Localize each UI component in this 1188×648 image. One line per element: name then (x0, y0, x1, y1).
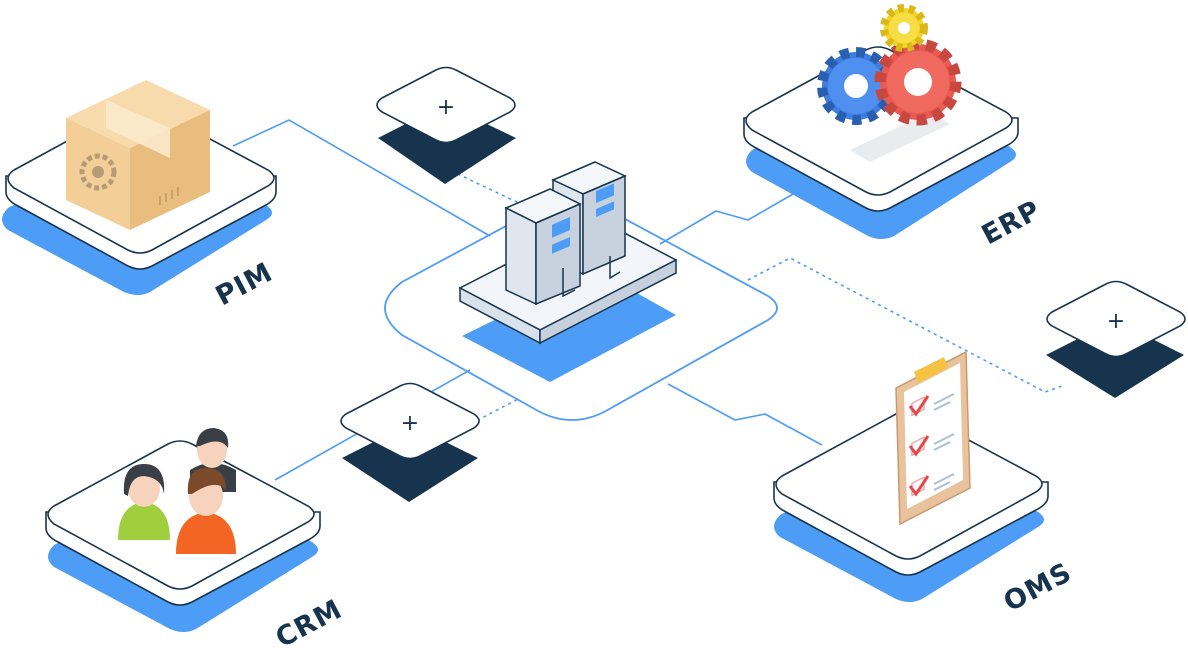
connector-add-right (747, 257, 1063, 393)
add-slot-right[interactable]: + (1046, 280, 1186, 399)
add-slot-top[interactable]: + (376, 66, 516, 185)
connector-oms-hub (667, 383, 823, 446)
checklist-clipboard-icon (895, 350, 971, 526)
crm-tile (47, 440, 315, 590)
add-slot-bottom[interactable]: + (340, 382, 480, 503)
add-icon: + (1107, 309, 1125, 334)
node-pim: PIM (2, 80, 278, 312)
node-crm: CRM (45, 428, 348, 648)
package-box-icon (66, 80, 210, 230)
gears-icon (817, 4, 962, 126)
crm-label: CRM (271, 594, 348, 648)
node-erp: ERP (743, 4, 1046, 251)
pim-label: PIM (211, 257, 278, 312)
hub-platform-right (539, 258, 677, 345)
server-towers-icon (504, 161, 627, 306)
oms-label: OMS (999, 557, 1077, 618)
hub-node (384, 161, 778, 421)
add-icon: + (401, 411, 419, 436)
connector-erp-hub (659, 189, 801, 245)
node-oms: OMS (773, 350, 1077, 618)
users-icon (118, 428, 236, 554)
connector-pim-hub (232, 119, 491, 237)
erp-label: ERP (977, 195, 1046, 251)
add-icon: + (437, 95, 455, 120)
